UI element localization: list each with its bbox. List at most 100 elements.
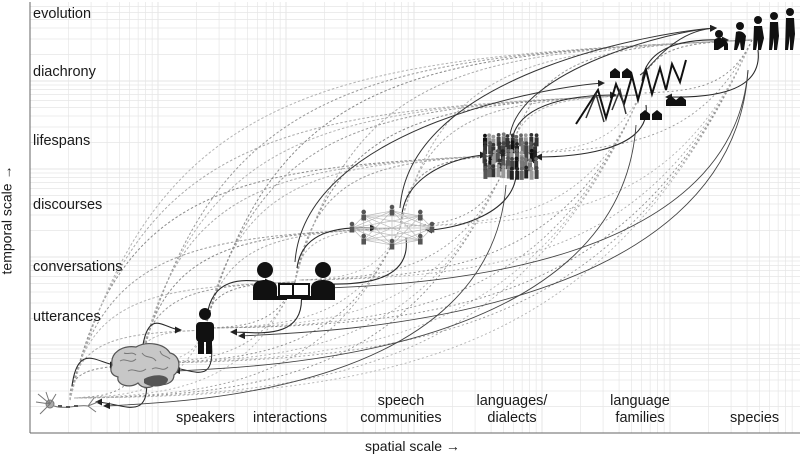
crowd-head: [500, 149, 505, 154]
network-edge: [391, 210, 421, 217]
crowd-head: [529, 132, 534, 137]
dashed-link: [399, 154, 511, 229]
crowd-body: [515, 170, 520, 180]
network-edge: [391, 239, 421, 246]
temporal-level-diachrony: diachrony: [33, 64, 96, 80]
crowd-head: [483, 133, 487, 138]
crowd-head: [506, 165, 511, 170]
network-node-head: [361, 233, 367, 239]
crowd-body: [497, 145, 502, 155]
temporal-level-utterances: utterances: [33, 309, 101, 325]
dashed-link-return: [73, 94, 641, 399]
x-axis-title: spatial scale →: [365, 438, 460, 454]
crowd-head: [524, 165, 529, 170]
crowd-head: [519, 133, 523, 138]
crowd-head: [514, 156, 519, 161]
neuron-icon: [35, 391, 99, 415]
solid-link-down: [425, 164, 517, 234]
crowd-body: [534, 169, 539, 179]
spatial-level-languages-dialects: languages/ dialects: [472, 393, 552, 427]
solid-link-down: [665, 49, 759, 101]
crowd-head: [501, 156, 506, 161]
spatial-level-interactions: interactions: [253, 410, 328, 426]
crowd-head: [534, 166, 539, 170]
crowd-head: [524, 148, 529, 153]
crowd-body: [501, 160, 506, 170]
crowd-body: [528, 162, 533, 172]
crowd-head: [488, 141, 493, 145]
crowd-head: [520, 156, 524, 161]
crowd-body: [529, 136, 534, 146]
network-node-head: [389, 238, 395, 244]
crowd-head: [506, 156, 510, 161]
house-icon: [652, 110, 662, 120]
network-node-head: [349, 221, 355, 227]
network-node-head: [361, 209, 367, 215]
network-node-body: [429, 226, 435, 233]
evolution-icon: [714, 8, 795, 50]
crowd-body: [483, 169, 488, 179]
dashed-link: [69, 94, 641, 401]
solid-link-up: [71, 357, 117, 387]
network-node-body: [417, 238, 423, 245]
spatial-level-speakers: speakers: [176, 410, 235, 426]
network-node-body: [389, 243, 395, 250]
house-icon: [666, 96, 676, 106]
crowd-body: [519, 137, 524, 147]
crowd-body: [520, 144, 525, 154]
crowd-head: [497, 141, 502, 146]
crowd-body: [519, 170, 524, 180]
dashed-link-return: [403, 94, 641, 227]
house-icon: [610, 68, 620, 78]
speech-communities-line1: speech: [377, 393, 425, 409]
network-edge: [363, 215, 421, 241]
crowd-head: [491, 134, 496, 139]
crowd-head: [510, 133, 515, 138]
crowd-body: [487, 168, 492, 178]
temporal-level-conversations: conversations: [33, 259, 123, 275]
dashed-link-return: [298, 154, 511, 281]
crowd-head: [492, 150, 497, 154]
crowd-body: [483, 144, 488, 154]
dashed-link-return: [208, 227, 401, 329]
crowd-body: [520, 160, 525, 170]
crowd-head: [487, 164, 492, 169]
crowd-head: [506, 148, 511, 153]
dashed-link: [69, 364, 141, 401]
person-icon: [196, 308, 214, 354]
crowd-head: [514, 134, 519, 139]
languages-dialects-line1: languages/: [476, 393, 548, 409]
solid-link-long: [399, 24, 717, 209]
conversation-pair-icon: [253, 262, 335, 300]
temporal-level-discourses: discourses: [33, 197, 103, 213]
crowd-body: [496, 168, 501, 178]
crowd-body: [509, 170, 514, 180]
crowd-head: [528, 158, 532, 163]
social-network-icon: [349, 204, 435, 250]
spatial-level-species: species: [730, 410, 780, 426]
crowd-head: [501, 132, 506, 137]
crowd-body: [534, 137, 539, 147]
solid-link-up: [511, 91, 617, 142]
crowd-head: [515, 142, 519, 146]
crowd-head: [483, 166, 488, 170]
crowd-head: [520, 141, 525, 145]
solid-link-up: [141, 322, 182, 352]
solid-link-long: [294, 79, 605, 263]
dashed-link-return: [403, 39, 753, 227]
dashed-links: [69, 39, 753, 401]
crowd-head: [491, 164, 496, 169]
crowd-head: [482, 150, 487, 155]
house-icon: [622, 68, 632, 78]
crowd-body: [510, 160, 515, 170]
crowd-head: [488, 150, 493, 155]
crowd-icon: [482, 132, 539, 180]
crowd-head: [529, 141, 533, 146]
crowd-body: [501, 136, 506, 146]
crowd-head: [524, 141, 529, 146]
dashed-link: [204, 39, 753, 331]
crowd-head: [491, 156, 496, 160]
crowd-head: [523, 133, 528, 138]
languages-dialects-line2: dialects: [487, 410, 537, 426]
